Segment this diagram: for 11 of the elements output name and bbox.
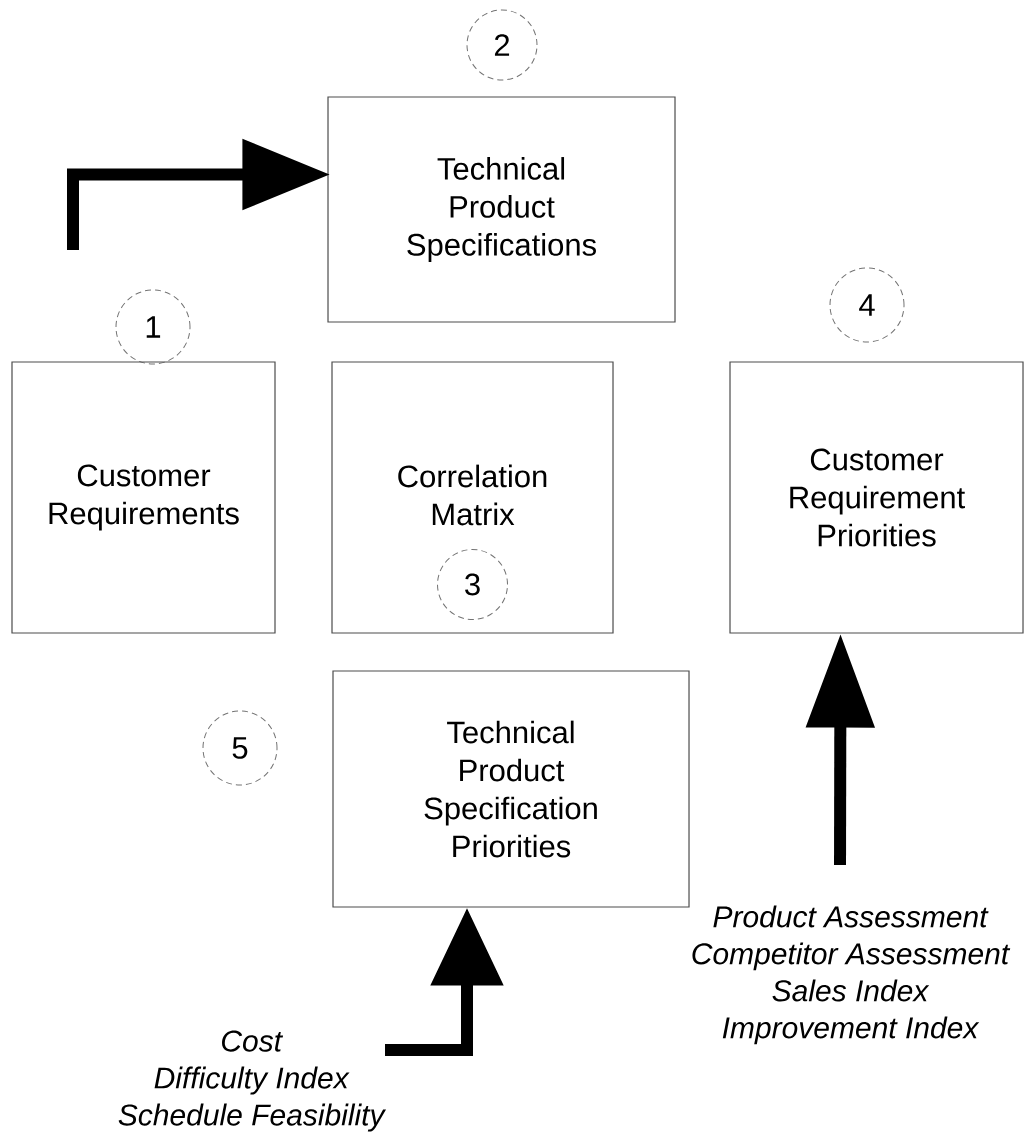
step-number: 2 (466, 9, 538, 81)
step-number: 1 (115, 289, 191, 365)
process-box: Customer Requirements (11, 361, 276, 634)
process-box: Technical Product Specification Priorities (332, 670, 690, 908)
process-box: Technical Product Specifications (327, 96, 676, 323)
step-number: 5 (202, 710, 278, 786)
step-number: 3 (437, 549, 508, 620)
input-list: Product Assessment Competitor Assessment Sales Index Improvement Index (692, 905, 1011, 1045)
input-list: Cost Difficulty Index Schedule Feasibility (118, 1030, 386, 1132)
step-number: 4 (829, 267, 905, 343)
process-box: Customer Requirement Priorities (729, 361, 1024, 634)
